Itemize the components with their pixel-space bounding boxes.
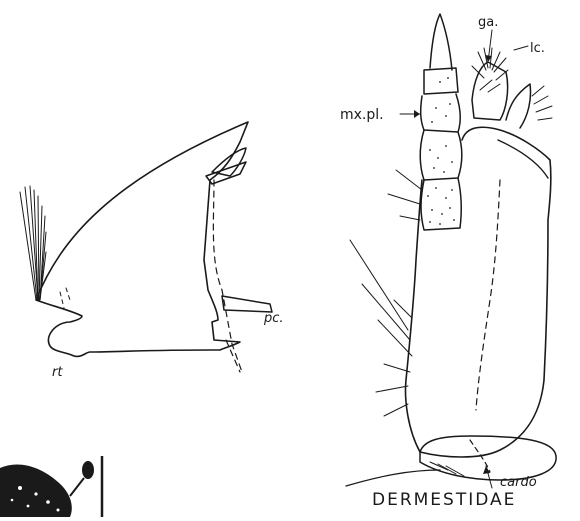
- mandible-drawing: [20, 122, 272, 372]
- palp-stipple: [427, 77, 455, 225]
- label-cardo: cardo: [500, 476, 537, 489]
- lacinia: [506, 84, 552, 128]
- stipes-setae: [350, 170, 422, 416]
- label-lc: lc.: [530, 42, 545, 55]
- label-ga: ga.: [478, 16, 498, 29]
- label-mx-pl: mx.pl.: [340, 108, 384, 122]
- family-title: DERMESTIDAE: [372, 492, 516, 509]
- label-rt: rt: [52, 366, 62, 379]
- maxillary-palp: [420, 14, 462, 230]
- maxilla-drawing: [346, 14, 556, 488]
- label-pc: pc.: [264, 312, 284, 325]
- lacinia-setae: [532, 86, 552, 120]
- mandible-setae: [20, 186, 46, 300]
- partial-specimen-drawing: [0, 456, 102, 517]
